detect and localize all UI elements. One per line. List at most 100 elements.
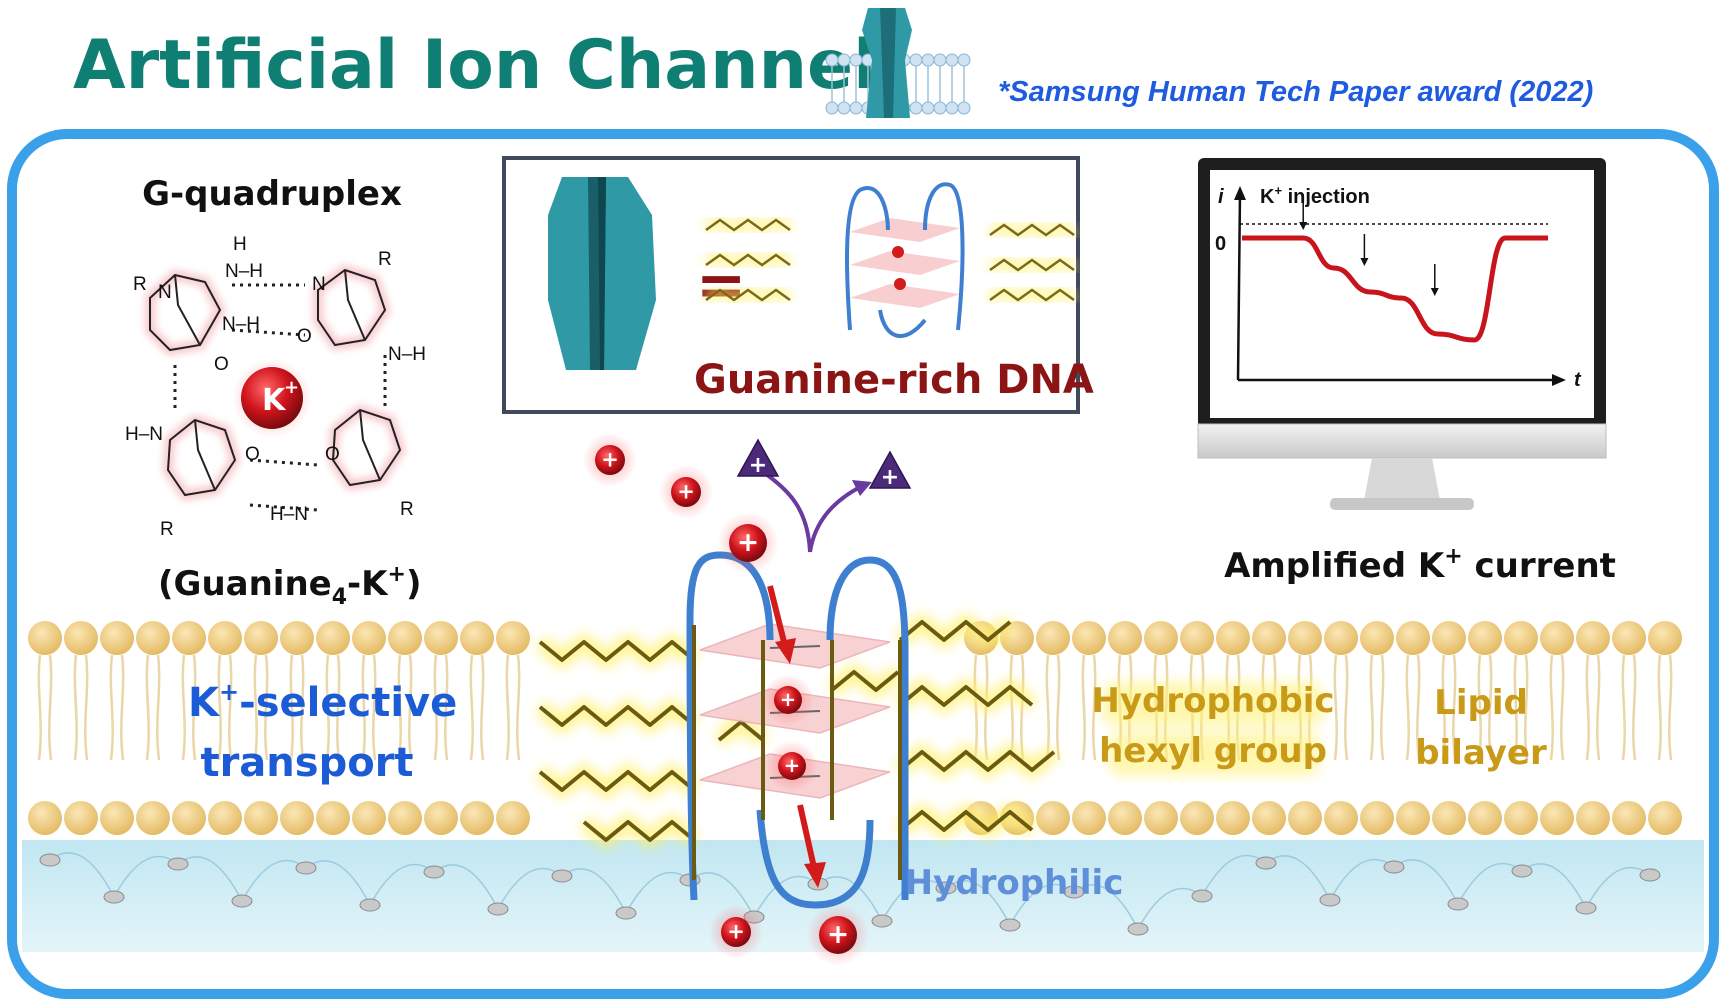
lipid-head-top [172,621,206,655]
complex-label-end: ) [406,564,422,604]
main-frame [7,129,1719,999]
mini-lipid-head [957,101,971,115]
other-cation-2-plus: + [881,465,899,490]
monitor-neck [1364,458,1440,500]
y-axis-arrow [1234,186,1246,200]
atom-h-1: H [233,234,247,255]
mini-lipid-head [837,53,851,67]
injection-annotation-sup: + [1274,183,1282,198]
monitor-base [1330,498,1474,510]
lipid-head-top [1252,621,1286,655]
mini-lipid-head [909,101,923,115]
network-node [615,906,637,920]
network-node [1639,868,1661,882]
lipid-head-top [1468,621,1502,655]
hexyl-chain [538,640,696,662]
mini-chain [705,288,791,302]
dna-strand-right-loop [826,556,909,900]
lipid-head-bottom [496,801,530,835]
injection-arrows [1299,198,1439,296]
network-node [39,853,61,867]
lipid-head-bottom [280,801,314,835]
g-quadruplex-label: G-quadruplex [142,174,402,214]
other-cation-2 [868,450,912,489]
injection-arrowhead [1360,258,1369,266]
mini-lipid-head [837,101,851,115]
hexyl-chain-glow [713,714,769,747]
complex-label-subscript: 4 [332,585,347,610]
lipid-head-top [460,621,494,655]
mini-ion [892,246,904,258]
k-ion-channel-2-plus: + [784,754,800,777]
network-node [1447,897,1469,911]
k-ion-channel-2 [778,752,806,780]
lipid-head-bottom [1540,801,1574,835]
lipid-tail [1657,654,1673,761]
lipid-head-bottom [1288,801,1322,835]
amplified-current-label: Amplified K+ current [1224,544,1616,586]
amplified-current-sup: + [1444,544,1462,569]
lipid-head-top [244,621,278,655]
lipid-head-top [1144,621,1178,655]
lipid-tail [1585,654,1601,761]
lipid-head-bottom [208,801,242,835]
lipid-tails [37,654,1673,761]
lipid-head-bottom [1576,801,1610,835]
y-axis [1236,191,1242,381]
atom-o-4: O [325,444,340,465]
lipid-head-top [28,621,62,655]
lipid-head-bottom [1252,801,1286,835]
rejection-arrow-right [808,484,863,553]
lipid-tail [253,654,269,761]
lipid-head-bottom [1180,801,1214,835]
network-node [551,869,573,883]
mini-lipid-head [909,53,923,67]
lipid-tail [109,654,125,761]
lipid-heads [28,621,1682,835]
lipid-tail [1405,654,1421,761]
lipid-head-top [424,621,458,655]
lipid-head-top [496,621,530,655]
lipid-tail [361,654,377,761]
lipid-head-top [1648,621,1682,655]
lipid-head-bottom [1468,801,1502,835]
k-ion-exited-2-plus: + [827,919,849,950]
mini-lipid-head [933,53,947,67]
other-cation-1 [736,438,780,477]
injection-annotation-tail: injection [1282,186,1370,208]
mini-strand [923,182,965,331]
injection-annotation-k: K [1260,186,1275,208]
atom-nh-3: N–H [388,344,426,365]
hexyl-chain [898,685,1034,707]
k-ion-exited-2 [819,916,857,954]
selective-transport-line1: K+-selective [188,678,457,726]
lipid-head-bottom [1144,801,1178,835]
monitor-screen [1210,170,1594,418]
lipid-head-top [352,621,386,655]
network-node [1575,901,1597,915]
network-node [103,890,125,904]
lipid-tail [1009,654,1025,761]
lipid-head-top [1396,621,1430,655]
k-ion-2-plus: + [677,479,695,503]
network-node [1191,889,1213,903]
lipid-head-bottom [64,801,98,835]
lipid-head-top [316,621,350,655]
lipid-tail [145,654,161,761]
atom-o-3: O [245,444,260,465]
k-ion-exited-1-plus: + [727,919,745,943]
lipid-head-bottom [1216,801,1250,835]
hexyl-chain [898,750,1056,772]
lipid-head-top [64,621,98,655]
network-node [487,902,509,916]
lipid-head-top [1288,621,1322,655]
hexyl-chain [898,620,1012,642]
atom-r-1: R [133,274,147,295]
k-ion-channel-1-plus: + [780,688,796,711]
mini-lipid-head [825,53,839,67]
current-trace-line [1241,235,1548,343]
lipid-tail [1477,654,1493,761]
network-node [167,857,189,871]
lipid-head-top [1072,621,1106,655]
dna-caption: Guanine-rich DNA [694,357,1094,403]
